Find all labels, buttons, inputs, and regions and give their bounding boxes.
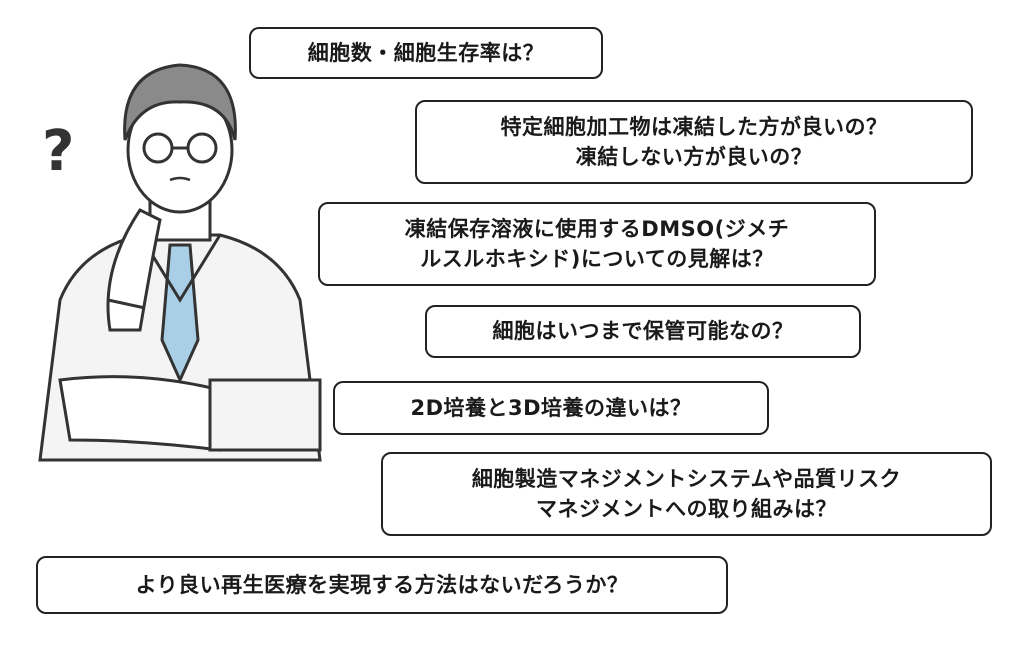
question-text: 凍結しない方が良いの？ <box>575 145 813 169</box>
question-text: 細胞はいつまで保管可能なの？ <box>492 319 794 344</box>
question-text: ルスルホキシド)についての見解は？ <box>420 247 774 271</box>
question-bubble-better-medicine: より良い再生医療を実現する方法はないだろうか？ <box>36 556 728 614</box>
thinking-man-illustration: ? <box>38 63 322 462</box>
question-text: 細胞数・細胞生存率は？ <box>307 40 545 65</box>
question-bubble-storage: 細胞はいつまで保管可能なの？ <box>425 305 861 358</box>
question-bubble-management: 細胞製造マネジメントシステムや品質リスク マネジメントへの取り組みは？ <box>381 452 992 536</box>
question-mark-icon: ? <box>42 119 74 184</box>
question-bubble-freezing: 特定細胞加工物は凍結した方が良いの？ 凍結しない方が良いの？ <box>415 100 973 184</box>
question-text: 凍結保存溶液に使用するDMSO(ジメチ <box>404 216 790 241</box>
question-bubble-cell-count: 細胞数・細胞生存率は？ <box>249 27 603 79</box>
question-bubble-culture: 2D培養と3D培養の違いは？ <box>333 381 769 435</box>
question-bubble-dmso: 凍結保存溶液に使用するDMSO(ジメチ ルスルホキシド)についての見解は？ <box>318 202 876 286</box>
question-text: より良い再生医療を実現する方法はないだろうか？ <box>135 572 629 597</box>
question-text: 細胞製造マネジメントシステムや品質リスク <box>471 466 902 491</box>
question-text: 特定細胞加工物は凍結した方が良いの？ <box>500 114 888 139</box>
question-text: マネジメントへの取り組みは？ <box>536 497 837 521</box>
question-text: 2D培養と3D培養の違いは？ <box>410 395 692 420</box>
